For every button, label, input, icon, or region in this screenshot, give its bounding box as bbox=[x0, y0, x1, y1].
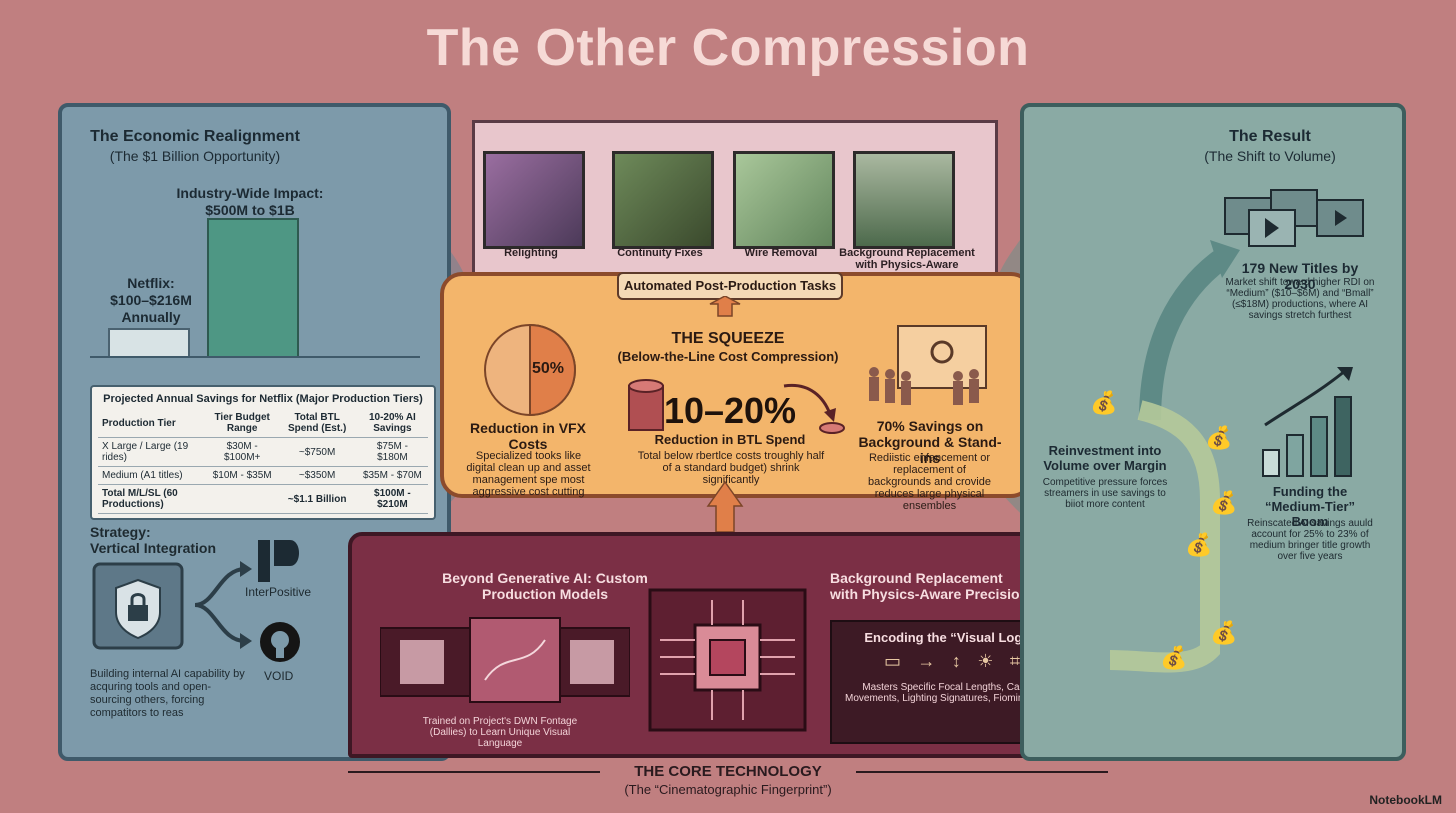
right-heading: The Result bbox=[1229, 128, 1311, 145]
squeeze-title: THE SQUEEZE bbox=[671, 330, 785, 347]
table-cell: $30M - $100M+ bbox=[206, 437, 278, 467]
btl-title: Reduction in BTL Spend bbox=[654, 432, 806, 447]
netflix-bar bbox=[108, 328, 190, 358]
left-heading: The Economic Realignment bbox=[90, 128, 300, 145]
vfx-pie-icon bbox=[484, 323, 576, 417]
funding-title: Funding the “Medium-Tier” Boom bbox=[1264, 484, 1356, 529]
left-subheading: (The $1 Billion Opportunity) bbox=[109, 148, 281, 164]
strategy-label: Strategy: bbox=[90, 524, 151, 540]
new-titles-label: 179 New Titles by 2030 bbox=[1241, 260, 1359, 292]
table-cell: X Large / Large (19 rides) bbox=[98, 437, 207, 467]
core-right-title: Background Replacement with Physics-Awar… bbox=[830, 570, 1029, 602]
table-cell: ~$750M bbox=[277, 437, 357, 467]
table-row: Total M/L/SL (60 Productions) ~$1.1 Bill… bbox=[98, 484, 428, 514]
squeeze-subtitle: (Below-the-Line Cost Compression) bbox=[617, 349, 839, 364]
core-caption: THE CORE TECHNOLOGY bbox=[600, 763, 856, 780]
table-row: Medium (A1 titles) $10M - $35M ~$350M $3… bbox=[98, 466, 428, 485]
task-label: Continuity Fixes bbox=[617, 247, 703, 259]
strategy-note: Building internal AI capability by acqur… bbox=[90, 668, 245, 719]
new-titles-note: Market shift toward higher RDI on “Mediu… bbox=[1225, 277, 1375, 321]
bg-savings-note: Rediistic enfancement or replacement of … bbox=[868, 452, 991, 512]
vfx-note: Specialized tooks like digital clean up … bbox=[466, 450, 591, 498]
money-bag-icon: 💰 bbox=[1210, 620, 1238, 645]
notebooklm-brand: NotebookLM bbox=[1369, 793, 1442, 807]
camera-move-icon: ↕ bbox=[951, 651, 961, 671]
video-stack-icon bbox=[1224, 189, 1364, 247]
growth-bars-icon bbox=[1262, 367, 1353, 477]
right-subheading: (The Shift to Volume) bbox=[1204, 148, 1336, 164]
funding-note: Reinscated AI savings auuld account for … bbox=[1247, 518, 1373, 562]
compress-arrow-icon bbox=[783, 383, 845, 434]
table-row: X Large / Large (19 rides) $30M - $100M+… bbox=[98, 437, 428, 467]
table-cell: $75M - $180M bbox=[356, 437, 428, 467]
table-cell: $100M - $210M bbox=[356, 484, 428, 514]
table-header: Total BTL Spend (Est.) bbox=[277, 409, 357, 438]
encoding-title: Encoding the “Visual Logic” bbox=[864, 630, 1040, 645]
continuity-fixes-image bbox=[612, 151, 714, 249]
table-cell: ~$350M bbox=[277, 466, 357, 485]
vault-lock-icon bbox=[92, 562, 184, 650]
table-header: Tier Budget Range bbox=[206, 409, 278, 438]
savings-table-box: Projected Annual Savings for Netflix (Ma… bbox=[90, 385, 436, 520]
btl-note: Total below rbertlce costs troughly half… bbox=[637, 450, 825, 486]
void-label: VOID bbox=[264, 669, 294, 683]
money-bag-icon: 💰 bbox=[1210, 490, 1238, 515]
reinvest-note: Competitive pressure forces streamers in… bbox=[1042, 477, 1168, 510]
lightbulb-icon: ☀ bbox=[977, 651, 994, 671]
vfx-title: Reduction in VFX Costs bbox=[470, 420, 586, 452]
interpositive-label: InterPositive bbox=[245, 585, 312, 599]
bg-savings-title: 70% Savings on Background & Stand-ins bbox=[858, 418, 1002, 466]
table-header: 10-20% AI Savings bbox=[356, 409, 428, 438]
savings-table-title: Projected Annual Savings for Netflix (Ma… bbox=[103, 393, 423, 405]
table-header: Production Tier bbox=[98, 409, 207, 438]
money-bag-icon: 💰 bbox=[1090, 390, 1118, 415]
encoding-panel: Encoding the “Visual Logic” ▭ → ↕ ☀ ⌗ Ma… bbox=[830, 620, 1074, 744]
page-title: The Other Compression bbox=[426, 19, 1030, 77]
impact-value: $500M to $1B bbox=[205, 202, 295, 218]
table-cell: Total M/L/SL (60 Productions) bbox=[98, 484, 207, 514]
table-cell: $35M - $70M bbox=[356, 466, 428, 485]
impact-label: Industry-Wide Impact: bbox=[176, 185, 324, 201]
pie-value: 50% bbox=[531, 360, 565, 377]
crowd-scene-icon bbox=[869, 325, 987, 405]
cylinder-icon bbox=[628, 379, 664, 431]
split-arrows-icon bbox=[194, 561, 252, 649]
growth-flow-arrow bbox=[1109, 240, 1240, 673]
github-logo-icon bbox=[260, 622, 300, 662]
ai-chip-icon bbox=[648, 588, 807, 732]
core-left-note: Trained on Project's DWN Fontage (Dallie… bbox=[422, 716, 578, 749]
task-label: Relighting bbox=[504, 247, 558, 259]
netflix-period: Annually bbox=[121, 309, 181, 325]
savings-table: Production Tier Tier Budget Range Total … bbox=[98, 409, 428, 514]
film-strip-icon bbox=[380, 617, 630, 703]
wire-removal-image bbox=[733, 151, 835, 249]
table-cell: Medium (A1 titles) bbox=[98, 466, 207, 485]
interpositive-logo-icon bbox=[258, 540, 299, 582]
frame-icon: ⌗ bbox=[1009, 651, 1021, 671]
money-bag-icon: 💰 bbox=[1205, 425, 1233, 450]
encoding-note: Masters Specific Focal Lengths, Camers M… bbox=[845, 682, 1059, 704]
btl-big-value: 10–20% bbox=[663, 390, 797, 431]
table-cell: $10M - $35M bbox=[206, 466, 278, 485]
money-bag-icon: 💰 bbox=[1185, 532, 1213, 557]
bar-baseline bbox=[90, 356, 420, 358]
reinvest-title: Reinvestment into Volume over Margin bbox=[1043, 443, 1167, 473]
lens-icon: ▭ bbox=[883, 651, 901, 671]
core-left-title: Beyond Generative AI: Custom Production … bbox=[442, 570, 648, 602]
background-replacement-image bbox=[853, 151, 955, 249]
money-bag-icon: 💰 bbox=[1160, 645, 1188, 670]
industry-impact-bar bbox=[207, 218, 299, 358]
core-caption-sub: (The “Cinematographic Fingerprint”) bbox=[624, 782, 832, 797]
up-arrows-icon bbox=[706, 296, 744, 533]
netflix-label: Netflix: bbox=[127, 275, 175, 291]
table-cell: ~$1.1 Billion bbox=[277, 484, 357, 514]
encoding-glyphs: ▭ → ↕ ☀ ⌗ bbox=[832, 651, 1072, 672]
table-cell bbox=[206, 484, 278, 514]
task-label: Wire Removal bbox=[744, 247, 818, 259]
strategy-value: Vertical Integration bbox=[90, 540, 217, 556]
arrow-right-icon: → bbox=[917, 651, 936, 671]
relighting-image bbox=[483, 151, 585, 249]
netflix-value: $100–$216M bbox=[110, 292, 192, 308]
